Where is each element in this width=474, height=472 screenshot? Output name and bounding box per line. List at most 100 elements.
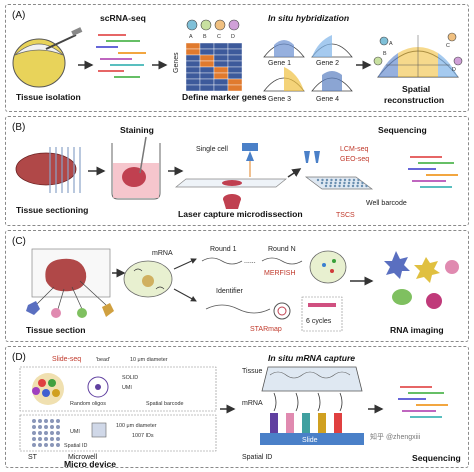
brain-slices-icon — [15, 147, 81, 193]
imaging-cell-icon — [309, 250, 347, 284]
in-situ-capture-label: In situ mRNA capture — [268, 353, 355, 363]
well — [325, 181, 328, 185]
microwell-spot — [44, 443, 48, 447]
geo-seq-label: GEO-seq — [340, 156, 369, 163]
heatmap-cell — [185, 60, 201, 68]
col-c: C — [217, 34, 221, 40]
microwell-spot — [32, 443, 36, 447]
panel-b-letter: (B) — [12, 122, 25, 133]
gene-1-label: Gene 1 — [268, 60, 291, 67]
well — [356, 184, 359, 188]
microwell-spot — [32, 431, 36, 435]
round-1-label: Round 1 — [210, 246, 237, 253]
well — [360, 184, 364, 188]
microwell-diameter-label: 100 μm diameter — [116, 423, 157, 429]
heatmap-cell — [199, 42, 215, 50]
well — [338, 181, 342, 185]
marker-gene-heatmap — [185, 42, 243, 92]
gene-2-label: Gene 2 — [316, 60, 339, 67]
umi-label: UMI — [122, 385, 132, 391]
single-cell-label: Single cell — [196, 146, 228, 153]
heatmap-cell — [185, 48, 201, 56]
st-microwell-icon — [19, 414, 217, 452]
bead-diameter-label: 10 μm diameter — [130, 357, 168, 363]
microwell-label: Microwell — [68, 454, 98, 461]
recon-c: C — [446, 43, 450, 49]
microwell-grid — [32, 419, 60, 447]
panel-b: (B) Tissue sectioning Staining Single ce… — [5, 116, 469, 226]
tissue-label-d: Tissue — [242, 368, 262, 375]
recon-a: A — [389, 41, 393, 47]
in-situ-domes — [263, 35, 353, 92]
well — [339, 178, 342, 182]
panel-a-letter: (A) — [12, 10, 25, 21]
heatmap-cell — [227, 48, 243, 56]
microwell-spot — [38, 431, 42, 435]
heatmap-cell — [199, 72, 215, 80]
panel-c-letter: (C) — [12, 236, 26, 247]
define-marker-genes-label: Define marker genes — [182, 92, 267, 102]
well — [334, 178, 338, 182]
heatmap-cell — [213, 72, 229, 80]
well — [320, 181, 324, 185]
col-b: B — [203, 34, 207, 40]
tissue-sectioning-label: Tissue sectioning — [16, 205, 88, 215]
laser-capture-icon — [175, 143, 287, 209]
slide-label: Slide — [302, 437, 318, 444]
umi2-label: UMI — [70, 429, 80, 435]
reconstruction-label: reconstruction — [384, 95, 444, 105]
gene-4-label: Gene 4 — [316, 96, 339, 103]
well — [351, 184, 355, 188]
cell-mrna-icon — [123, 260, 173, 298]
microwell-spot — [56, 425, 60, 429]
staining-label: Staining — [120, 125, 154, 135]
well — [357, 178, 360, 182]
microwell-spot — [32, 425, 36, 429]
cell-type-icons — [186, 19, 240, 31]
well — [352, 178, 356, 182]
tissue-section-label: Tissue section — [26, 325, 86, 335]
laser-capture-label: Laser capture microdissection — [178, 209, 303, 219]
well — [365, 184, 368, 188]
microwell-spot — [32, 437, 36, 441]
st-label: ST — [28, 454, 38, 461]
heatmap-cell — [227, 54, 243, 62]
sequencing-label-d: Sequencing — [412, 453, 461, 463]
heatmap-cell — [185, 66, 201, 74]
panel-d-letter: (D) — [12, 352, 26, 363]
well — [333, 184, 337, 188]
microwell-spot — [50, 443, 54, 447]
sequencing-tubes-icon — [304, 151, 374, 190]
sequencing-reads-b-icon — [408, 156, 458, 188]
heatmap-cell — [199, 60, 215, 68]
panel-d-figure: (D) Slide-seq 'bead' 10 μm diameter SOLI… — [12, 352, 461, 469]
microwell-spot — [56, 419, 60, 423]
microwell-spot — [50, 425, 54, 429]
microwell-spot — [38, 443, 42, 447]
sequencing-reads-d-icon — [398, 386, 448, 418]
microwell-spot — [50, 419, 54, 423]
panel-a-figure: (A) Tissue isolation scRNA-seq Genes — [12, 10, 463, 105]
mrna-label-d: mRNA — [242, 400, 263, 407]
cycles-label: 6 cycles — [306, 318, 332, 325]
sequencing-label-b: Sequencing — [378, 125, 427, 135]
well — [338, 184, 341, 188]
heatmap-cell — [199, 78, 215, 86]
heatmap-cell — [185, 84, 201, 92]
merfish-rounds-icon — [201, 257, 303, 265]
capture-tissue-icon — [260, 366, 364, 445]
well — [352, 181, 355, 185]
heatmap-cell — [185, 42, 201, 50]
well — [343, 178, 347, 182]
well — [343, 181, 346, 185]
heatmap-cell — [227, 72, 243, 80]
heatmap-cell — [213, 54, 229, 62]
microwell-spot — [50, 437, 54, 441]
col-d: D — [231, 34, 235, 40]
microwell-spot — [38, 425, 42, 429]
well — [316, 178, 320, 182]
scrna-seq-label: scRNA-seq — [100, 13, 146, 23]
well — [347, 181, 351, 185]
well — [325, 178, 329, 182]
recon-d: D — [452, 67, 456, 73]
